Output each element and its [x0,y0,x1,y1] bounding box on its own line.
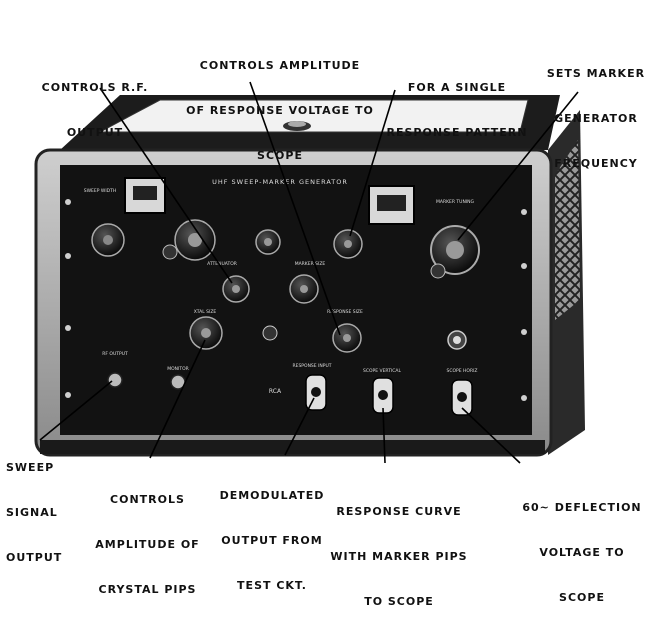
leader-deflection [461,407,521,464]
callout-sweep-output: SWEEP SIGNAL OUTPUT [6,430,86,595]
label-rf-output: RF OUTPUT [102,351,128,357]
leader-rf-output [99,87,233,284]
label-scope-horiz: SCOPE HORIZ [447,368,478,374]
callout-deflection: 60~ DEFLECTION VOLTAGE TO SCOPE [512,470,652,635]
figure: UHF SWEEP-MARKER GENERATOR SWEEP WIDTH A… [6,28,656,608]
callout-line: CONTROLS R.F. [41,81,149,94]
callout-line: TO SCOPE [364,595,434,608]
leader-response-curve [382,407,386,464]
sweep-width-knob[interactable] [91,223,125,257]
small-knob[interactable] [262,325,278,341]
label-sweep-width: SWEEP WIDTH [84,188,117,194]
band-selector-knob[interactable] [162,219,216,261]
callout-marker-frequency: SETS MARKER GENERATOR FREQUENCY [536,36,656,201]
callout-line: RESPONSE PATTERN [386,126,528,139]
callout-line: 60~ DEFLECTION [522,501,642,514]
callout-line: VOLTAGE TO [539,546,625,559]
response-input-jack[interactable] [305,374,327,411]
callout-crystal-pips: CONTROLS AMPLITUDE OF CRYSTAL PIPS [90,462,205,627]
leader-response-voltage [249,81,341,336]
sweep-dial-window [124,177,166,214]
callout-rf-output: CONTROLS R.F. OUTPUT [25,50,165,170]
panel-labels: SWEEP WIDTH ATTENUATOR MARKER SIZE RESPO… [84,188,478,395]
callout-line: SIGNAL [6,506,58,519]
marker-tuning-knob[interactable] [430,225,480,279]
leader-lines [39,81,579,464]
callout-response-curve: RESPONSE CURVE WITH MARKER PIPS TO SCOPE [330,474,468,639]
callout-line: SETS MARKER [546,67,646,80]
callout-single-response: FOR A SINGLE RESPONSE PATTERN [378,50,536,170]
callout-line: OUTPUT FROM [221,534,323,547]
label-attenuator: ATTENUATOR [207,261,237,267]
panel-screws [65,199,527,401]
callout-line: CONTROLS [110,493,185,506]
callout-line: OUTPUT [66,126,124,139]
cabinet-top [60,95,560,150]
label-scope-vertical: SCOPE VERTICAL [363,368,402,374]
leader-single-response [349,89,396,237]
label-response-input: RESPONSE INPUT [292,363,331,369]
label-marker-size: MARKER SIZE [295,261,326,267]
callout-line: RESPONSE CURVE [336,505,462,518]
callout-line: CONTROLS AMPLITUDE [199,59,361,72]
label-marker-tuning: MARKER TUNING [436,199,475,205]
cabinet-side [548,110,585,455]
panel-title: UHF SWEEP-MARKER GENERATOR [212,178,348,186]
leader-crystal-pips [149,339,206,459]
label-xtal-size: XTAL SIZE [194,309,217,315]
leader-demodulated [284,397,315,456]
callout-line: WITH MARKER PIPS [330,550,468,563]
label-rca: RCA [269,388,282,395]
callout-line: SWEEP [6,461,55,474]
phase-knob[interactable] [333,229,363,259]
callout-line: OUTPUT [6,551,63,564]
attenuator-knob[interactable] [222,275,250,303]
callout-line: TEST CKT. [237,579,307,592]
callout-line: DEMODULATED [219,489,325,502]
callout-line: AMPLITUDE OF [95,538,200,551]
marker-dial-window [368,185,415,225]
callout-line: GENERATOR [554,112,638,125]
callout-line: FREQUENCY [554,157,638,170]
vernier-knob[interactable] [255,229,281,255]
leader-sweep-output [39,380,113,441]
marker-size-knob[interactable] [289,274,319,304]
response-size-knob[interactable] [332,323,362,353]
bnc-rf-output[interactable] [107,372,123,388]
callout-response-voltage: CONTROLS AMPLITUDE OF RESPONSE VOLTAGE T… [175,28,385,193]
callout-line: OF RESPONSE VOLTAGE TO [186,104,374,117]
callout-line: FOR A SINGLE [407,81,507,94]
scope-vertical-jack[interactable] [372,377,394,414]
xtal-size-knob[interactable] [189,316,223,350]
callout-demodulated: DEMODULATED OUTPUT FROM TEST CKT. [213,458,331,623]
pilot-lamp [447,330,467,350]
leader-marker-frequency [457,91,579,241]
label-response-size: RESPONSE SIZE [327,309,363,315]
callout-line: SCOPE [559,591,605,604]
callout-line: SCOPE [257,149,303,162]
instrument-photo: UHF SWEEP-MARKER GENERATOR SWEEP WIDTH A… [34,81,585,464]
callout-line: CRYSTAL PIPS [98,583,197,596]
label-monitor: MONITOR [167,366,189,372]
scope-horiz-jack[interactable] [451,379,473,416]
